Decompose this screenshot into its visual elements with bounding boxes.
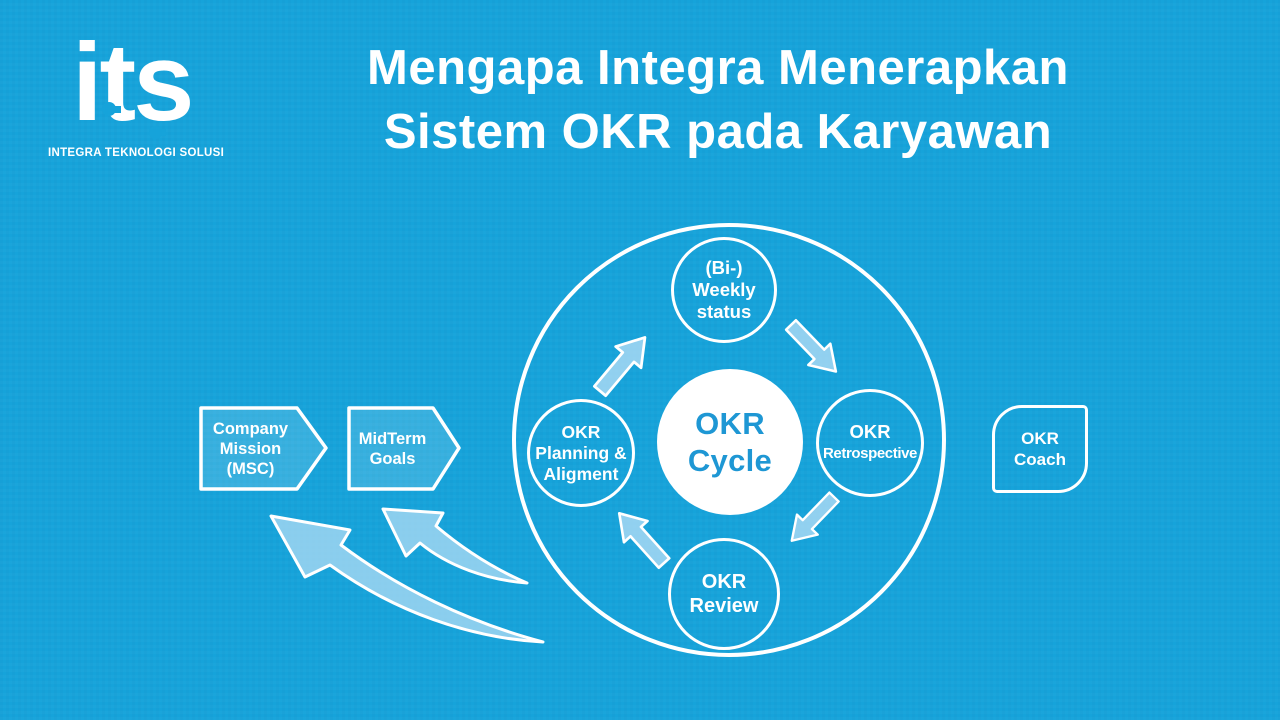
puzzle-notch-icon xyxy=(114,106,121,113)
logo-subtitle: INTEGRA TEKNOLOGI SOLUSI xyxy=(48,147,225,159)
node-okr-retrospective-line2: Retrospective xyxy=(822,445,917,462)
okr-coach-box: OKR Coach xyxy=(992,405,1088,493)
puzzle-notch-icon xyxy=(102,102,116,116)
logo-its-wordmark: its xyxy=(72,21,194,144)
node-okr-planning-alignment: OKR Planning & Aligment xyxy=(527,399,635,507)
node-okr-retrospective-line1: OKR xyxy=(849,421,891,442)
title-line-2: Sistem OKR pada Karyawan xyxy=(383,105,1053,159)
okr-cycle-outer-ring xyxy=(512,223,946,657)
puzzle-notch-icon xyxy=(149,126,162,139)
okr-cycle-center-circle: OKR Cycle xyxy=(657,369,803,515)
puzzle-notch-icon xyxy=(160,129,166,136)
company-mission-label: Company Mission (MSC) xyxy=(212,419,289,478)
feedback-swoosh-arrow-primary-icon xyxy=(269,514,545,644)
title-line-1: Mengapa Integra Menerapkan xyxy=(367,41,1069,95)
feedback-swoosh-arrow-secondary-icon xyxy=(381,507,529,585)
midterm-goals-label: MidTerm Goals xyxy=(358,429,427,468)
node-biweekly-status: (Bi-) Weekly status xyxy=(671,237,777,343)
slide-title: Mengapa Integra Menerapkan Sistem OKR pa… xyxy=(78,36,1280,164)
node-okr-review: OKR Review xyxy=(668,538,780,650)
node-okr-retrospective: OKR Retrospective xyxy=(816,389,924,497)
